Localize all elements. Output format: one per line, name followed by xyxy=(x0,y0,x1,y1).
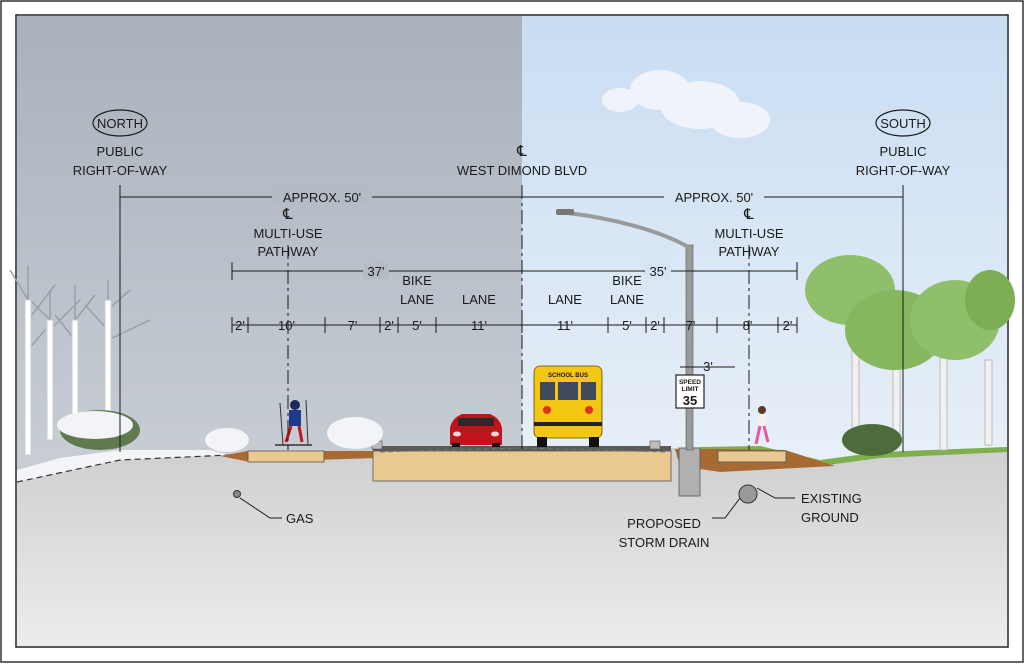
sign-value: 35 xyxy=(683,393,697,408)
gas-callout: GAS xyxy=(286,511,314,526)
north-sky xyxy=(17,16,522,476)
north-segment-label-4-1: LANE xyxy=(400,292,434,307)
existing-ground-callout-line1: EXISTING xyxy=(801,491,862,506)
sign-line1: SPEED xyxy=(679,379,701,386)
bus-label: SCHOOL BUS xyxy=(548,373,588,379)
south-segment-value-4: 8' xyxy=(743,318,753,333)
south-segment-value-2: 2' xyxy=(650,318,660,333)
south-segment-label-0-0: LANE xyxy=(548,292,582,307)
north-pathway-symbol: ℄ xyxy=(282,206,293,223)
north-label-line2: RIGHT-OF-WAY xyxy=(73,163,168,178)
north-pathway-base xyxy=(247,450,325,463)
south-pathway-base xyxy=(717,450,787,463)
south-label-line1: PUBLIC xyxy=(880,144,927,159)
existing-ground-callout-line2: GROUND xyxy=(801,510,859,525)
south-total-dim: APPROX. 50' xyxy=(675,190,753,205)
south-pathway-symbol: ℄ xyxy=(743,206,754,223)
south-label-line2: RIGHT-OF-WAY xyxy=(856,163,951,178)
south-segment-value-5: 2' xyxy=(783,318,793,333)
existing-ground xyxy=(17,447,1007,646)
north-segment-value-5: 11' xyxy=(471,318,487,333)
school-bus-icon: SCHOOL BUS xyxy=(533,365,603,447)
north-total-dim: APPROX. 50' xyxy=(283,190,361,205)
south-badge: SOUTH xyxy=(880,116,926,131)
south-segment-label-1-0: BIKE xyxy=(612,273,642,288)
north-segment-value-1: 10' xyxy=(278,318,295,333)
south-section-dim: 35' xyxy=(650,264,667,279)
south-segment-label-1-1: LANE xyxy=(610,292,644,307)
roadway-subgrade xyxy=(372,450,672,482)
south-sky xyxy=(522,16,1007,476)
car-icon xyxy=(450,414,502,447)
light-pole-foundation xyxy=(678,447,701,497)
deciduous-trees-icon xyxy=(805,255,1015,456)
speed-limit-sign: SPEED LIMIT 35 xyxy=(675,374,705,409)
segment-ticks xyxy=(231,317,798,333)
cloud-icon xyxy=(602,70,770,138)
north-pathway-line2: PATHWAY xyxy=(258,244,319,259)
south-pathway-line1: MULTI-USE xyxy=(714,226,783,241)
skier-icon xyxy=(275,399,312,446)
north-segment-value-4: 5' xyxy=(412,318,422,333)
south-segment-value-1: 5' xyxy=(622,318,632,333)
storm-drain-icon xyxy=(738,484,758,504)
north-segment-value-0: 2' xyxy=(235,318,245,333)
sign-line2: LIMIT xyxy=(682,386,699,393)
south-pathway-line2: PATHWAY xyxy=(719,244,780,259)
segment-dimensions: 2' 10' 7' 2' 5' BIKE LANE 11' LANE 11' LANE 5' BIKE L… xyxy=(235,273,792,333)
north-segment-label-5-0: LANE xyxy=(462,292,496,307)
north-segment-value-2: 7' xyxy=(348,318,358,333)
drawing-border xyxy=(15,14,1009,648)
centerline-name: WEST DIMOND BLVD xyxy=(457,163,587,178)
south-segment-value-3: 7' xyxy=(686,318,696,333)
storm-drain-callout-line1: PROPOSED xyxy=(627,516,701,531)
north-badge: NORTH xyxy=(97,116,143,131)
light-offset-dim: 3' xyxy=(703,359,713,374)
gas-line-icon xyxy=(233,490,241,498)
centerline-symbol: ℄ xyxy=(516,143,527,160)
north-section-dim: 37' xyxy=(368,264,385,279)
north-pathway-line1: MULTI-USE xyxy=(253,226,322,241)
north-segment-value-3: 2' xyxy=(384,318,394,333)
runner-icon xyxy=(754,406,770,445)
street-light-icon xyxy=(556,209,694,451)
north-segment-label-4-0: BIKE xyxy=(402,273,432,288)
storm-drain-callout-line2: STORM DRAIN xyxy=(619,535,710,550)
south-segment-value-0: 11' xyxy=(557,318,573,333)
north-label-line1: PUBLIC xyxy=(97,144,144,159)
